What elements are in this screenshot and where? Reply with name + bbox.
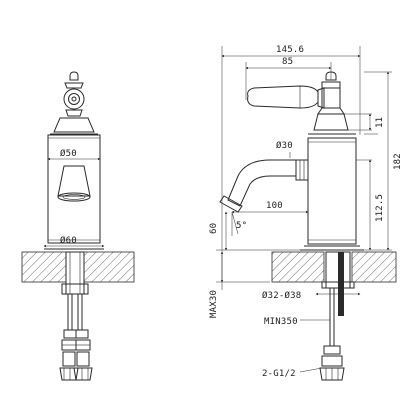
side-max30-dim: MAX30 bbox=[209, 251, 270, 318]
dim-d50: Ø50 bbox=[60, 148, 77, 159]
side-lever-handle bbox=[247, 85, 325, 109]
side-view: 145.6 85 bbox=[209, 45, 403, 381]
dim-width-85: 85 bbox=[282, 57, 293, 67]
dim-min350: MIN350 bbox=[264, 317, 298, 327]
front-view: Ø50 Ø60 bbox=[21, 71, 135, 381]
dim-max30: MAX30 bbox=[209, 290, 219, 318]
dim-height-182: 182 bbox=[393, 153, 403, 170]
dim-width-100: 100 bbox=[266, 201, 283, 211]
dim-height-11: 11 bbox=[375, 117, 385, 128]
side-cap bbox=[308, 71, 356, 135]
dim-thread: 2-G1/2 bbox=[262, 369, 296, 379]
front-countertop bbox=[21, 251, 135, 283]
side-body bbox=[300, 137, 364, 251]
side-spout: Ø30 5° 100 bbox=[219, 140, 309, 236]
side-countertop bbox=[271, 251, 397, 283]
dim-d60: Ø60 bbox=[60, 235, 77, 246]
dim-d32-38: Ø32-Ø38 bbox=[262, 290, 301, 301]
side-hose-fitting bbox=[319, 345, 345, 381]
side-shank: Ø32-Ø38 MIN350 2-G1/2 bbox=[262, 251, 361, 381]
front-hose-fittings bbox=[59, 329, 93, 381]
front-handle bbox=[63, 71, 85, 117]
dim-d30: Ø30 bbox=[276, 140, 293, 151]
dim-height-112: 112.5 bbox=[375, 194, 385, 222]
side-height-dims: 11 112.5 182 bbox=[340, 71, 403, 251]
dim-angle: 5° bbox=[236, 221, 247, 231]
front-shank bbox=[59, 251, 93, 381]
side-spout-height-dim: 60 bbox=[209, 211, 300, 251]
dim-width-145: 145.6 bbox=[276, 45, 304, 55]
dim-height-60: 60 bbox=[209, 223, 219, 234]
front-body: Ø50 Ø60 bbox=[43, 117, 105, 250]
